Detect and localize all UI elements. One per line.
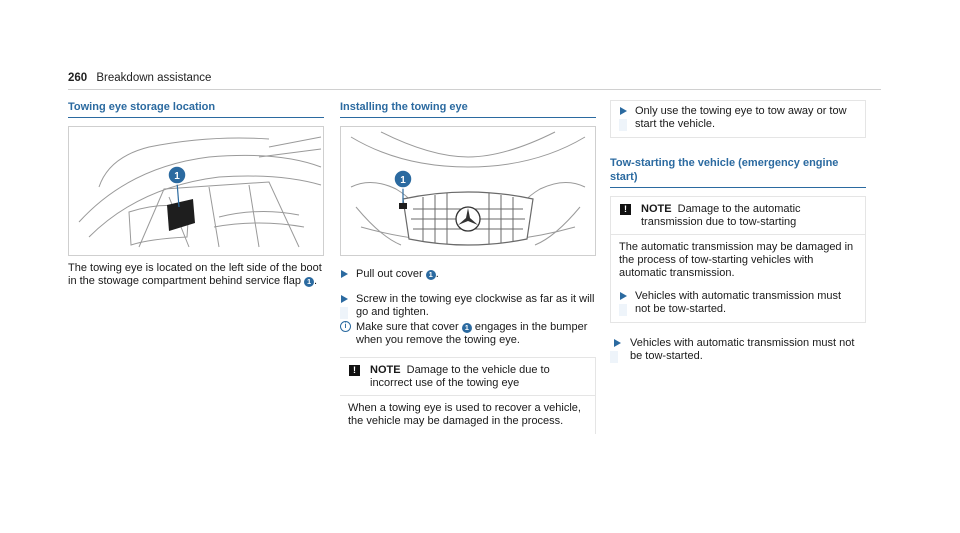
step-arrow-icon xyxy=(341,270,348,278)
boot-illustration: 1 xyxy=(68,126,324,256)
callout-badge: 1 xyxy=(461,323,472,333)
step-screw-in: Screw in the towing eye clockwise as far… xyxy=(340,293,596,319)
step-stripe xyxy=(340,307,348,319)
notice-body-text: The automatic transmission may be damage… xyxy=(619,241,854,279)
callout-badge: 1 xyxy=(304,277,315,287)
info-note: i Make sure that cover 1 engages in the … xyxy=(340,321,596,347)
step-text: Vehicles with automatic transmission mus… xyxy=(630,337,855,362)
section-rule xyxy=(610,187,866,188)
notice-keyword: NOTE xyxy=(641,203,672,215)
step-only-use: Only use the towing eye to tow away or t… xyxy=(619,105,857,131)
step-text: Pull out cover xyxy=(356,268,423,280)
step-arrow-icon xyxy=(620,107,627,115)
step-text-post: . xyxy=(435,268,439,280)
figure-callout: 1 xyxy=(400,175,406,186)
figure-callout: 1 xyxy=(174,171,180,182)
page-number: 260 xyxy=(68,72,88,84)
step-stripe xyxy=(619,304,627,316)
callout-badge: 1 xyxy=(425,270,436,280)
step-text: Vehicles with automatic transmission mus… xyxy=(635,290,842,315)
step-stripe xyxy=(610,351,618,363)
notice-box: ! NOTE Damage to the automatic transmiss… xyxy=(610,196,866,323)
section-installing-towing-eye: Installing the towing eye 1 xyxy=(340,100,596,434)
step-arrow-icon xyxy=(614,339,621,347)
page-header: 260 Breakdown assistance xyxy=(68,72,211,84)
notice-box: ! NOTE Damage to the vehicle due to inco… xyxy=(340,357,596,434)
section-rule xyxy=(68,117,324,118)
step-pull-out-cover: Pull out cover 1. xyxy=(340,268,596,281)
header-title: Breakdown assistance xyxy=(96,72,212,84)
front-bumper-illustration: 1 xyxy=(340,126,596,256)
section-title: Towing eye storage location xyxy=(68,101,216,113)
section-towing-eye-storage: Towing eye storage location 1 The towing… xyxy=(68,100,324,288)
warning-icon: ! xyxy=(349,365,360,376)
step-arrow-icon xyxy=(341,295,348,303)
step-text: Screw in the towing eye clockwise as far… xyxy=(356,293,595,318)
notice-step: Vehicles with automatic transmission mus… xyxy=(619,290,857,316)
notice-body: When a towing eye is used to recover a v… xyxy=(348,402,581,427)
info-icon: i xyxy=(340,321,351,332)
section-tow-starting: Only use the towing eye to tow away or t… xyxy=(610,100,866,363)
step-stripe xyxy=(619,119,627,131)
notice-header: ! NOTE Damage to the automatic transmiss… xyxy=(611,197,865,235)
storage-text-post: . xyxy=(314,275,318,287)
section-rule xyxy=(340,117,596,118)
notice-keyword: NOTE xyxy=(370,364,401,376)
section-title: Tow-starting the vehicle (emergency engi… xyxy=(610,157,839,183)
step-no-tow-start: Vehicles with automatic transmission mus… xyxy=(610,337,866,363)
notice-title: Damage to the vehicle due to incorrect u… xyxy=(370,364,550,389)
notice-body: The automatic transmission may be damage… xyxy=(611,235,865,322)
header-rule xyxy=(68,89,881,90)
step-text: Only use the towing eye to tow away or t… xyxy=(635,105,847,130)
notice-header: ! NOTE Damage to the vehicle due to inco… xyxy=(340,358,595,396)
storage-text: The towing eye is located on the left si… xyxy=(68,262,324,288)
notice-title: Damage to the automatic transmission due… xyxy=(641,203,801,228)
info-text-pre: Make sure that cover xyxy=(356,321,459,333)
top-step-frame: Only use the towing eye to tow away or t… xyxy=(610,100,866,138)
step-arrow-icon xyxy=(620,292,627,300)
warning-icon: ! xyxy=(620,204,631,215)
info-text-post: engages in the bumper when you remove th… xyxy=(356,321,588,346)
section-title: Installing the towing eye xyxy=(340,101,468,113)
storage-text-pre: The towing eye is located on the left si… xyxy=(68,262,322,287)
